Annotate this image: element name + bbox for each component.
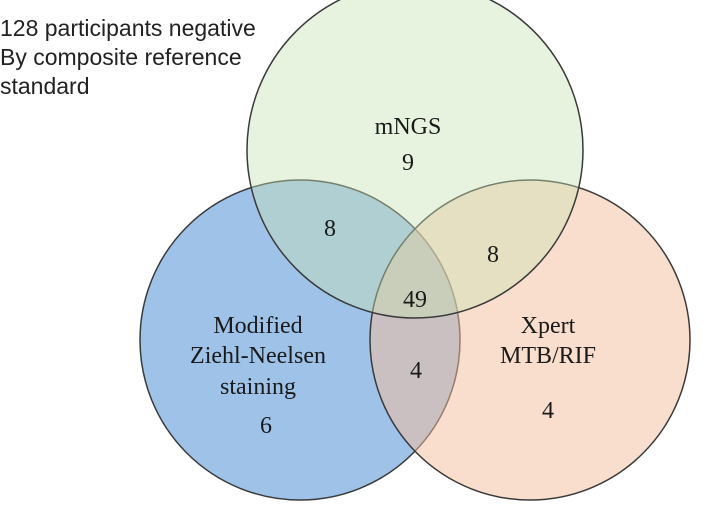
mngs-label: mNGS [375, 114, 442, 140]
note-line-1: 128 participants negative [0, 15, 256, 41]
zn-only-count: 6 [260, 413, 272, 439]
mngs-circle [246, 0, 584, 319]
note-line-2: By composite reference [0, 44, 242, 70]
zn-label-line-1: Modified [213, 313, 302, 339]
xpert-only-count: 4 [542, 398, 554, 424]
mngs-only-count: 9 [402, 150, 414, 176]
mngs-zn-count: 8 [324, 216, 336, 242]
xpert-label-line-2: MTB/RIF [500, 343, 596, 369]
xpert-label-line-1: Xpert [521, 313, 576, 339]
negative-participants-note: 128 participants negative By composite r… [0, 14, 256, 101]
zn-xpert-count: 4 [410, 358, 422, 384]
zn-label-line-3: staining [220, 374, 296, 400]
zn-label-line-2: Ziehl-Neelsen [190, 343, 326, 369]
xpert-circle [369, 179, 691, 501]
note-line-3: standard [0, 73, 90, 99]
mngs-xpert-count: 8 [487, 242, 499, 268]
all-three-count: 49 [403, 287, 427, 313]
